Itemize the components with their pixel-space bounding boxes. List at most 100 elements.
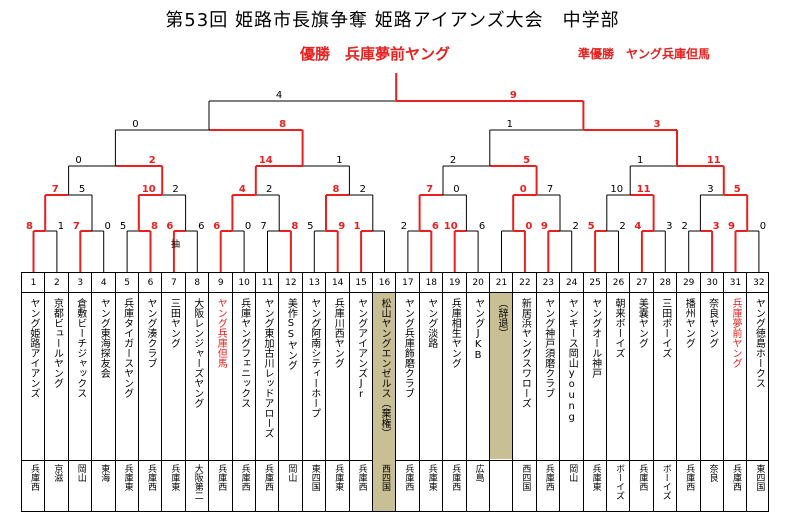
team-region: 兵庫東 (169, 464, 180, 491)
team-number: 9 (217, 278, 224, 288)
table-rule (44, 272, 46, 512)
team-region (490, 462, 513, 512)
team-region: 岡山 (75, 464, 86, 482)
match-score: 8 (151, 221, 158, 232)
team-region: 兵庫西 (216, 464, 227, 491)
table-rule (746, 272, 748, 512)
team-number: 18 (425, 278, 438, 288)
match-score: 5 (523, 155, 530, 166)
match-score: 0 (75, 155, 81, 166)
team-number: 3 (77, 278, 84, 288)
team-region: 東海 (99, 464, 110, 482)
table-rule (442, 272, 444, 512)
match-score: 0 (760, 221, 766, 232)
table-rule (489, 272, 490, 512)
match-score: 8 (26, 221, 33, 232)
team-region: 京滋 (52, 464, 63, 482)
team-number: 15 (355, 278, 367, 288)
team-number: 12 (285, 278, 297, 288)
team-number: 7 (171, 278, 177, 288)
runnerup-label: 準優勝 ヤング兵庫但馬 (578, 47, 711, 61)
table-rule (559, 272, 561, 512)
team-region: 兵庫西 (29, 464, 39, 491)
table-rule (278, 272, 280, 512)
match-score: 2 (266, 184, 272, 195)
table-rule (184, 272, 186, 512)
team-name: 兵庫相生ヤング (449, 298, 461, 368)
match-score: 7 (547, 184, 553, 195)
team-name: 松山ヤングエンゼルス（棄権） (379, 298, 390, 438)
match-score: 5 (79, 184, 85, 195)
team-name: ヤングJKB (472, 298, 484, 361)
match-score: 9 (541, 221, 548, 232)
team-region: 西四国 (520, 464, 531, 491)
withdrawn-highlight (490, 293, 513, 459)
match-score: 1 (637, 155, 643, 166)
team-region: 兵庫東 (590, 464, 601, 491)
team-region: 兵庫東 (426, 464, 437, 491)
team-number: 26 (612, 278, 625, 288)
team-name: ヤング淡路 (425, 298, 437, 348)
table-rule (301, 272, 303, 512)
team-region: 奈良 (707, 464, 718, 482)
team-number: 10 (238, 278, 250, 288)
champion-label: 優勝 兵庫夢前ヤング (300, 45, 451, 63)
table-rule (114, 272, 116, 512)
team-name: 兵庫ヤングフェニックス (238, 298, 250, 408)
team-number: 13 (308, 278, 321, 288)
team-number: 27 (636, 278, 648, 288)
team-number: 2 (54, 278, 60, 288)
match-score: 6 (213, 221, 220, 232)
team-name: ヤング姫路アイアンズ (28, 298, 39, 398)
table-rule (21, 292, 769, 293)
team-name: ヤング東加古川レッドアローズ (262, 298, 273, 438)
team-number: 16 (378, 278, 391, 288)
team-region: 兵庫西 (356, 464, 367, 491)
team-region: 広島 (473, 464, 484, 482)
table-rule (606, 272, 607, 512)
table-rule (418, 272, 420, 512)
match-score: 2 (149, 155, 156, 166)
match-score: 0 (105, 221, 111, 232)
team-number: 24 (565, 278, 578, 288)
match-score: 10 (444, 221, 458, 232)
lottery-mark: 抽 (171, 240, 181, 250)
table-rule (535, 272, 537, 512)
team-region: ボーイズ (614, 464, 624, 500)
match-score: 10 (142, 184, 156, 195)
match-score: 4 (239, 184, 246, 195)
table-rule (67, 272, 69, 512)
table-rule (699, 272, 701, 512)
match-score: 3 (654, 119, 661, 130)
team-name: 京都ビュールヤング (51, 298, 63, 388)
team-name: 三田ヤング (168, 298, 180, 348)
team-number: 5 (124, 278, 130, 288)
table-rule (395, 272, 397, 512)
team-name: ヤング徳島ホークス (753, 298, 765, 388)
team-name: ヤングオール神戸 (589, 298, 601, 378)
team-name: ヤンキース岡山young (566, 298, 578, 423)
match-score: 6 (166, 221, 173, 232)
match-score: 9 (728, 221, 735, 232)
team-region: 兵庫西 (450, 464, 461, 491)
match-score: 7 (73, 221, 80, 232)
table-rule (231, 272, 233, 512)
team-number: 22 (519, 278, 531, 288)
team-name: ヤングアイアンズJr (355, 298, 367, 400)
match-score: 2 (401, 221, 407, 232)
match-score: 2 (573, 221, 579, 232)
table-border (21, 272, 769, 512)
match-score: 1 (354, 221, 361, 232)
team-name: （辞退） (496, 298, 507, 338)
team-name: 兵庫夢前ヤング (730, 298, 741, 368)
team-name: 播州ヤング (683, 298, 695, 348)
team-name: 美作SSヤング (285, 298, 297, 370)
match-score: 2 (619, 221, 625, 232)
team-number: 6 (147, 278, 154, 288)
match-score: 10 (610, 184, 623, 195)
table-rule (582, 272, 584, 512)
match-score: 14 (259, 155, 273, 166)
team-name: ヤング東海探友会 (98, 298, 110, 378)
table-rule (676, 272, 678, 512)
